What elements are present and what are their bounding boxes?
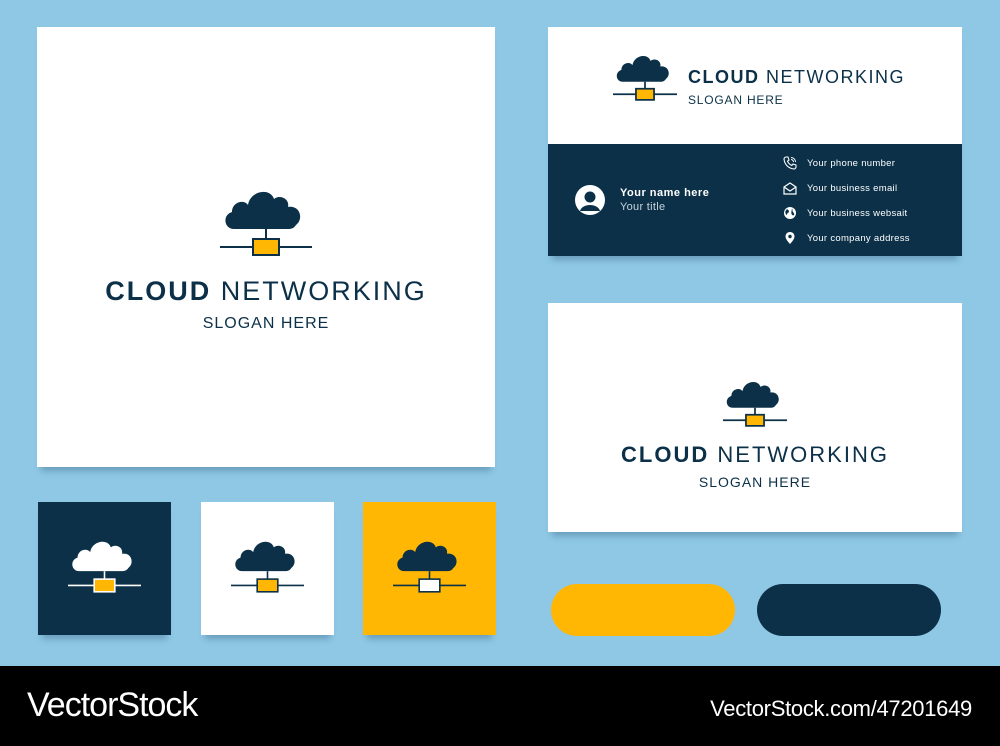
person-title: Your title <box>620 201 666 213</box>
cloud-network-icon <box>393 541 466 593</box>
brand-slogan: SLOGAN HERE <box>698 474 812 490</box>
color-swatch-navy <box>757 584 941 636</box>
logo-tile-dark <box>38 502 171 635</box>
cloud-network-icon <box>613 55 677 101</box>
image-url: VectorStock.com/47201649 <box>710 696 972 721</box>
contact-website: Your business websait <box>783 206 907 220</box>
brand-name: CLOUD NETWORKING <box>688 67 906 87</box>
brand-name: CLOUD NETWORKING <box>621 442 889 467</box>
contact-address-label: Your company address <box>807 232 910 244</box>
logo-card-secondary: CLOUD NETWORKING SLOGAN HERE <box>548 303 962 532</box>
cloud-network-icon <box>231 541 304 593</box>
contact-email: Your business email <box>783 181 897 195</box>
watermark-footer: VectorStock VectorStock.com/47201649 <box>0 666 1000 746</box>
phone-icon <box>783 156 797 170</box>
cloud-network-icon <box>68 541 141 593</box>
globe-icon <box>784 207 796 219</box>
brand-slogan: SLOGAN HERE <box>202 315 330 332</box>
contact-address: Your company address <box>783 231 910 245</box>
business-card: CLOUD NETWORKING SLOGAN HERE Your name h… <box>548 27 962 256</box>
email-icon <box>783 182 797 195</box>
cloud-network-icon <box>723 381 787 427</box>
logo-tile-yellow <box>363 502 496 635</box>
contact-phone: Your phone number <box>783 156 895 170</box>
person-name: Your name here <box>620 187 710 199</box>
brand-name: CLOUD NETWORKING <box>105 276 427 306</box>
vectorstock-wordmark: VectorStock <box>27 686 198 724</box>
location-pin-icon <box>785 232 795 244</box>
business-card-front: CLOUD NETWORKING SLOGAN HERE <box>548 27 962 144</box>
contact-email-label: Your business email <box>807 182 898 194</box>
color-swatch-yellow <box>551 584 735 636</box>
cloud-network-icon <box>220 191 312 256</box>
contact-website-label: Your business websait <box>807 207 908 219</box>
brand-slogan: SLOGAN HERE <box>688 93 784 107</box>
avatar-icon <box>575 185 605 215</box>
business-card-back: Your name here Your title Your phone num… <box>548 144 962 256</box>
logo-card-main: CLOUD NETWORKING SLOGAN HERE <box>37 27 495 467</box>
contact-phone-label: Your phone number <box>807 157 896 169</box>
logo-tile-white <box>201 502 334 635</box>
